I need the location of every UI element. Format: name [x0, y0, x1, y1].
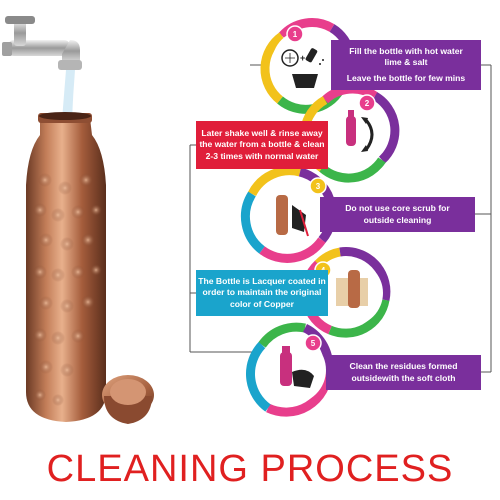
- step-2-line-1: Later shake well & rinse away: [201, 127, 323, 138]
- salt-shaker-icon: [305, 48, 324, 65]
- water-stream: [62, 70, 75, 120]
- bottle-cap-image: [102, 375, 154, 424]
- step-4-line-1: The Bottle is Lacquer coated in: [198, 275, 326, 286]
- scrub-hand-icon: [292, 205, 309, 237]
- step-3-line-2: outside cleaning: [363, 214, 432, 225]
- step-3-number: 3: [316, 182, 321, 191]
- step-1-badge: [286, 25, 304, 43]
- step-3-line-1: Do not use core scrub for: [345, 203, 450, 213]
- step-5-line-1: Clean the residues formed: [349, 361, 458, 371]
- step-5-line-2: outsidewith the soft cloth: [351, 372, 456, 383]
- step-5-box: Clean the residues formed outsidewith th…: [326, 355, 481, 390]
- copper-bottle-image: [26, 112, 106, 422]
- page-title: CLEANING PROCESS: [46, 448, 454, 490]
- lemon-icon: [281, 49, 299, 67]
- water-tap-icon: [2, 16, 82, 70]
- shake-arrows-icon: [361, 117, 374, 152]
- step-1-box: Fill the bottle with hot water lime & sa…: [331, 40, 481, 90]
- connector-lines: [189, 64, 492, 373]
- step-1-subtext: Leave the bottle for few mins: [346, 72, 466, 83]
- step-4-box: The Bottle is Lacquer coated in order to…: [196, 270, 328, 316]
- bowl-icon: [292, 74, 318, 88]
- step-1-line-1: Fill the bottle with hot water: [349, 45, 463, 56]
- step-2-line-2: the water from a bottle & clean: [199, 139, 325, 150]
- step-1-number: 1: [293, 30, 298, 39]
- step-5-number: 5: [311, 339, 316, 348]
- step-4-line-2: order to maintain the original: [202, 287, 322, 298]
- step-1-line-2: lime & salt: [384, 57, 428, 68]
- step-3-box: Do not use core scrub for outside cleani…: [320, 197, 475, 232]
- step-2-number: 2: [365, 99, 370, 108]
- step-5-badge: [304, 334, 322, 352]
- svg-text:+: +: [300, 53, 305, 63]
- step-2-line-3: 2-3 times with normal water: [205, 150, 319, 161]
- step-2-box: Later shake well & rinse away the water …: [196, 121, 328, 169]
- step-3-badge: [309, 177, 327, 195]
- step-2-badge: [358, 94, 376, 112]
- step-5-ring: [246, 322, 333, 417]
- wipe-hand-icon: [292, 369, 314, 388]
- step-4-line-3: color of Copper: [230, 298, 294, 309]
